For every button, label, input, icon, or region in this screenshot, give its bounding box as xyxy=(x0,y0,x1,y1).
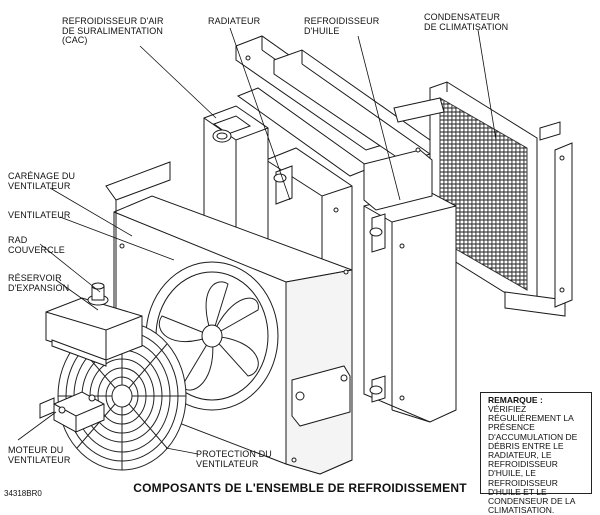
expansion-tank xyxy=(45,282,143,367)
label-oil-cooler: REFROIDISSEUR D'HUILE xyxy=(304,16,380,36)
note-body: VÉRIFIEZ RÉGULIÈREMENT LA PRÉSENCE D'ACC… xyxy=(488,404,578,515)
label-cac: REFROIDISSEUR D'AIR DE SURALIMENTATION (… xyxy=(62,16,164,45)
cooling-assembly-drawing xyxy=(17,27,573,475)
ac-condenser xyxy=(429,81,573,317)
label-fan-motor: MOTEUR DU VENTILATEUR xyxy=(8,445,71,465)
fan-motor xyxy=(39,391,105,433)
label-fan: VENTILATEUR xyxy=(8,210,71,220)
top-brackets xyxy=(235,35,445,211)
label-expansion-tank: RÉSERVOIR D'EXPANSION xyxy=(8,273,70,293)
figure-id: 34318BR0 xyxy=(4,489,42,498)
label-ac-condenser: CONDENSATEUR DE CLIMATISATION xyxy=(424,12,509,32)
leader-lines xyxy=(17,27,497,455)
figure-caption: COMPOSANTS DE L'ENSEMBLE DE REFROIDISSEM… xyxy=(133,481,467,495)
label-fan-guard: PROTECTION DU VENTILATEUR xyxy=(196,449,272,469)
note-box: REMARQUE : VÉRIFIEZ RÉGULIÈREMENT LA PRÉ… xyxy=(480,392,592,515)
note-title: REMARQUE : xyxy=(488,395,543,405)
oil-cooler xyxy=(363,189,457,423)
label-radiator: RADIATEUR xyxy=(208,16,261,26)
label-fan-shroud: CARÉNAGE DU VENTILATEUR xyxy=(8,171,76,191)
label-rad-cap: RAD COUVERCLE xyxy=(8,235,65,255)
